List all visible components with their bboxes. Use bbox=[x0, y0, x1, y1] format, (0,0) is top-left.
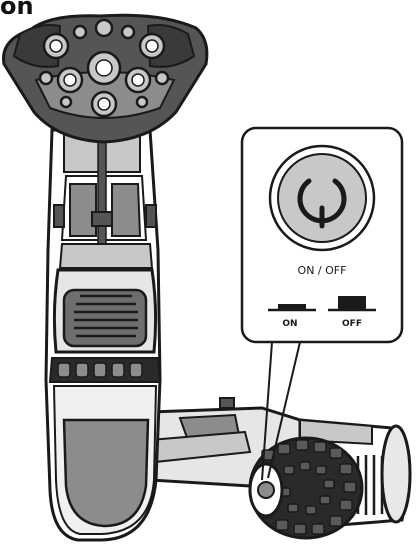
power-switch-callout: ON / OFF ON OFF bbox=[240, 126, 404, 344]
callout-leader bbox=[261, 341, 301, 481]
device-head bbox=[2, 13, 209, 144]
power-button-label: ON / OFF bbox=[298, 264, 347, 277]
switch-on-label: ON bbox=[282, 319, 297, 329]
device-handle bbox=[44, 128, 162, 542]
power-button[interactable] bbox=[268, 144, 376, 252]
power-icon bbox=[297, 178, 347, 229]
switch-on-indicator bbox=[268, 304, 316, 312]
switch-off-indicator bbox=[328, 296, 376, 312]
heading-fragment: on bbox=[0, 0, 34, 20]
switch-off-label: OFF bbox=[342, 319, 362, 329]
chuck-collar bbox=[248, 436, 364, 540]
